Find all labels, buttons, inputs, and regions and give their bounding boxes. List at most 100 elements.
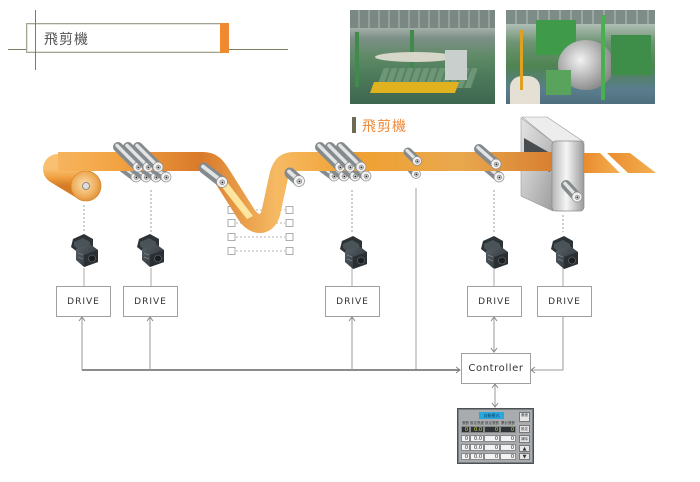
hmi-touch-panel: 自動模式 張數 設定長度 設定張數 累計張數 0 0.0 0 0 0 0.0 0… [457,408,534,464]
roller [113,142,144,173]
flying-shear-machine [551,140,585,212]
sensor-square [227,233,236,241]
photo-machine [611,35,651,75]
hmi-cell: 0.0 [470,453,484,460]
hmi-cell: 0 [461,453,470,460]
photo-frame-post [410,30,414,70]
shear-top-face [521,116,585,143]
roller [198,162,228,188]
hmi-cell: 0 [461,435,470,442]
arrow-down-icon [491,402,499,408]
hmi-column-header: 設定張數 [485,421,499,425]
title-guide-vertical-line [35,10,36,70]
hmi-cell: 0.0 [470,426,484,433]
roller [133,142,164,173]
roller [403,147,422,166]
title-box [26,23,229,53]
servo-motor-icon [71,234,98,267]
photo-machine [445,50,467,80]
drive-box-shear: DRIVE [537,286,592,317]
roller [336,142,367,173]
photo-sheet [375,52,455,62]
section-label-bar [352,117,356,133]
roller [315,142,346,173]
sensor-square [227,247,236,255]
factory-photo-stacker [350,10,495,104]
sensor-square [285,247,294,255]
hmi-cell: 0.0 [470,444,484,451]
roller [325,142,356,173]
motor-drive-links [83,268,564,286]
sensor-square [285,206,294,214]
arrow-up-icon [146,316,154,322]
arrow-down-icon [490,347,498,353]
upper-rollers [113,142,502,188]
servo-motors [71,234,578,269]
hmi-side-button: 設定 [519,425,530,433]
drive-controller-line [531,316,564,371]
hmi-cell: 0 [500,444,516,451]
coil-hub [82,182,90,190]
arrow-up-icon [78,316,86,322]
photo-frame-post [355,32,359,87]
hmi-cell: 0 [484,435,500,442]
hmi-up-arrow-icon: ▲ [519,445,530,452]
hmi-column-header: 設定長度 [470,421,484,425]
drive-box-pinch-roll: DRIVE [467,286,522,317]
page-title: 飛剪機 [44,32,89,48]
hmi-cell: 0.0 [470,435,484,442]
section-label: 飛剪機 [362,119,407,135]
arrow-left-icon [530,366,536,374]
hmi-column-header: 張數 [462,421,469,425]
hmi-cell: 0 [500,426,516,433]
controller-box: Controller [461,353,531,384]
cut-sheet [584,153,620,173]
hmi-side-button: 清除 [519,435,530,443]
sensor-beam [217,181,253,219]
photo-machine [546,70,571,95]
hmi-cell: 0 [484,426,500,433]
sensor-square [285,233,294,241]
photo-yellow-post [520,30,523,90]
control-wiring [78,188,564,408]
servo-motor-icon [340,236,367,269]
hmi-side-button: 畫面 [519,412,530,422]
hmi-cell: 0 [461,426,470,433]
arrowheads [78,316,536,408]
drive-box-feeder: DRIVE [325,286,380,317]
title-accent-bar [220,23,229,53]
steel-coil [43,154,102,202]
roller [474,144,502,170]
arrow-up-icon [491,383,499,389]
hmi-cell: 0 [484,453,500,460]
roller-motor-links [83,190,564,232]
photo-roof [350,10,495,28]
servo-motor-icon [481,236,508,269]
cut-sheet [607,153,656,173]
steel-strip [58,152,552,233]
servo-motor-icon [137,234,164,267]
sensor-square [285,219,294,227]
hmi-column-header: 累計張數 [501,421,515,425]
arrow-up-icon [490,316,498,322]
roller [123,142,154,173]
hmi-cell: 0 [461,444,470,451]
drive-box-leveler: DRIVE [123,286,178,317]
hmi-cell: 0 [500,435,516,442]
drive-box-uncoiler: DRIVE [56,286,111,317]
roller [561,180,583,203]
photo-drum [510,76,540,104]
hmi-cell: 0 [500,453,516,460]
shear-roller [561,180,583,203]
hmi-cell: 0 [484,444,500,451]
factory-photo-coil-line [506,10,655,104]
arrow-right-icon [455,366,461,374]
roller [284,167,305,187]
hmi-title-bar: 自動模式 [479,412,504,419]
servo-motor-icon [551,236,578,269]
hmi-down-arrow-icon: ▼ [519,453,530,460]
arrow-up-icon [348,316,356,322]
sensor-square [227,219,236,227]
photo-frame-post [601,15,605,100]
